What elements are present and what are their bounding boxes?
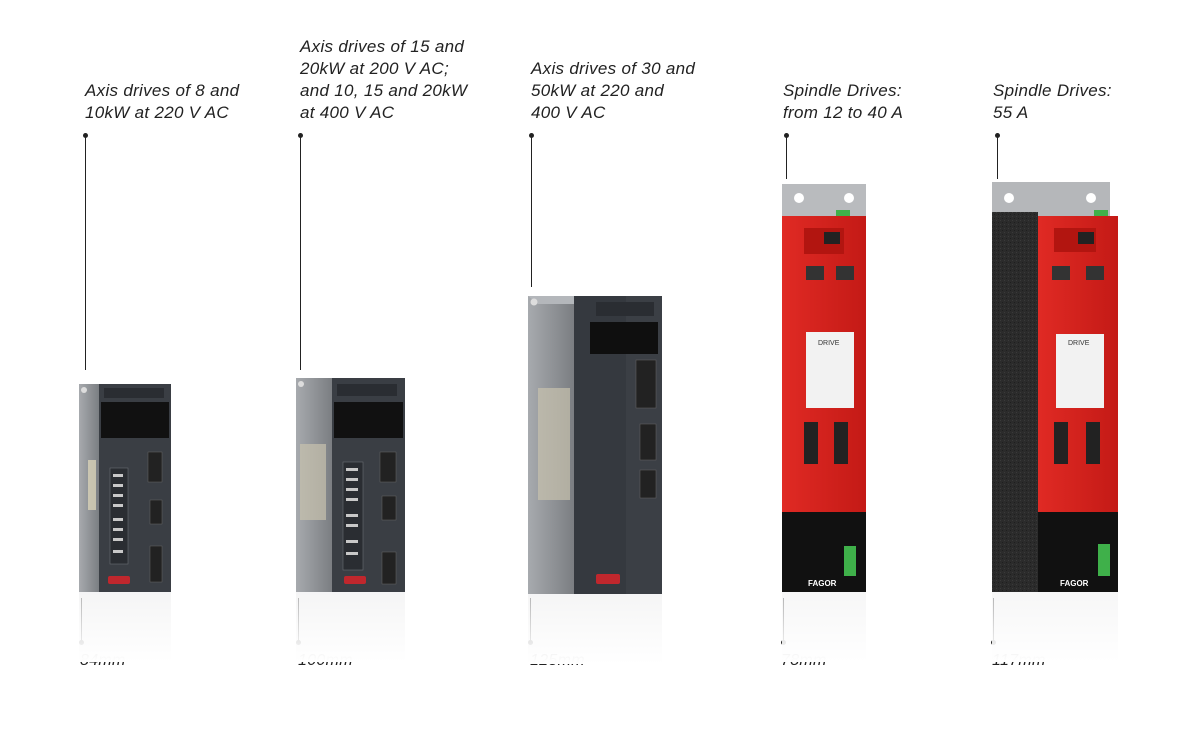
spindle-drive-78mm [782,184,866,662]
leader-line [997,135,998,179]
leader-line [531,135,532,287]
caption-axis-8-10kw: Axis drives of 8 and 10kW at 220 V AC [85,81,240,122]
servo-drive-84mm [79,384,171,662]
servo-drive-125mm [528,296,662,664]
leader-line [85,135,86,370]
caption-axis-15-20kw: Axis drives of 15 and 20kW at 200 V AC; … [300,37,468,122]
caption-spindle-12-40a: Spindle Drives: from 12 to 40 A [783,81,904,122]
leader-line [786,135,787,179]
spindle-drive-117mm [992,182,1118,662]
fagor-logo: FAGOR [808,579,837,588]
servo-drive-100mm [296,378,405,662]
fagor-logo: FAGOR [1060,579,1089,588]
drive-label: DRIVE [818,340,840,347]
leader-line [300,135,301,370]
caption-axis-30-50kw: Axis drives of 30 and 50kW at 220 and 40… [531,59,696,122]
caption-spindle-55a: Spindle Drives: 55 A [993,81,1112,122]
drive-label: DRIVE [1068,340,1090,347]
